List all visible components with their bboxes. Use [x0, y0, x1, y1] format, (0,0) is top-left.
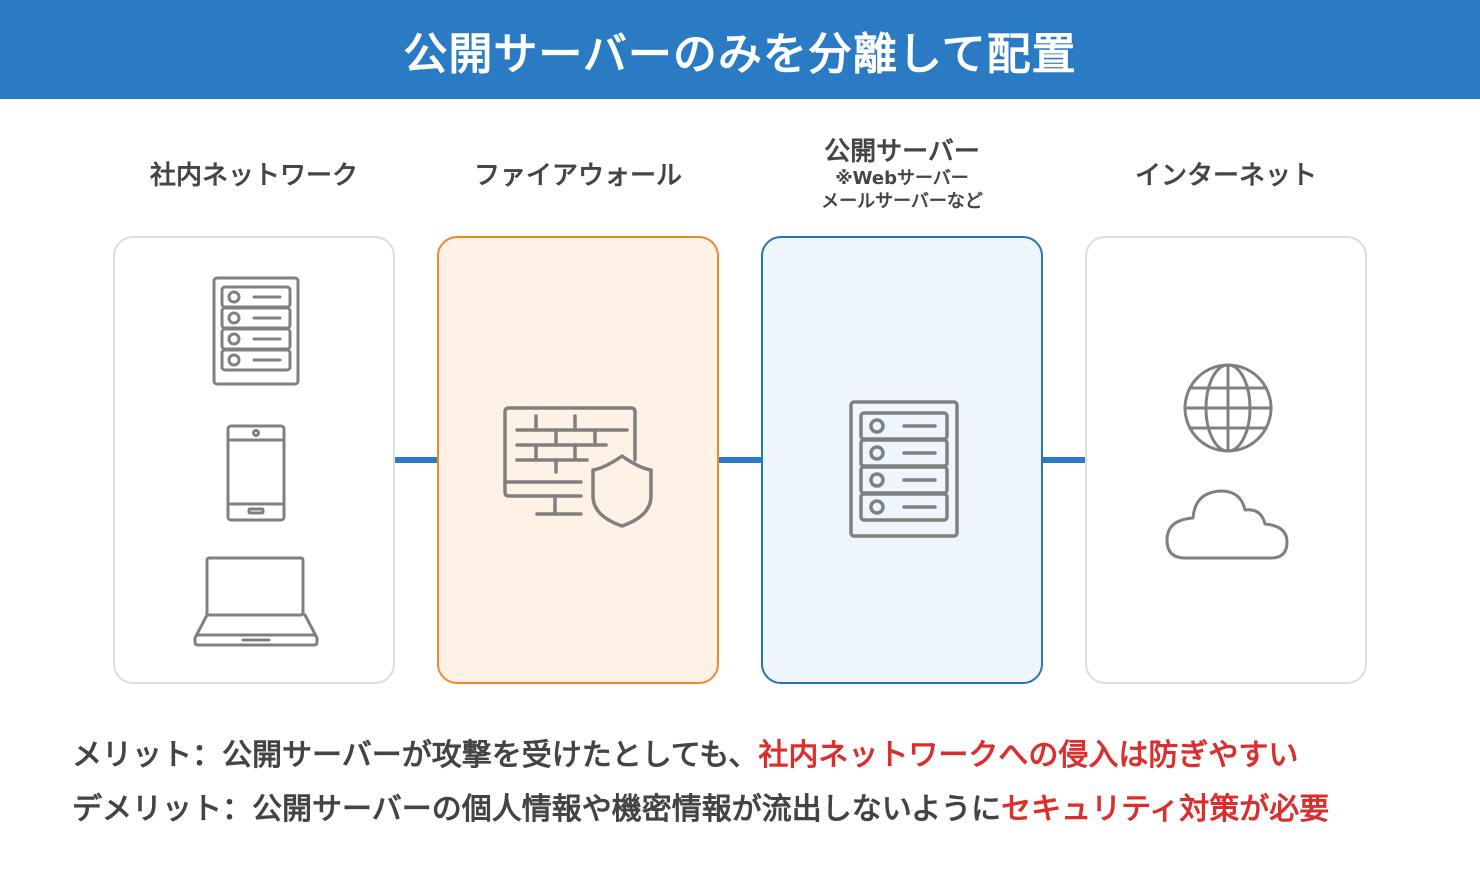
connector-public-internet	[1043, 457, 1085, 463]
merit-note: メリット：公開サーバーが攻撃を受けたとしても、社内ネットワークへの侵入は防ぎやす…	[72, 736, 1452, 776]
column-label-firewall: ファイアウォール	[437, 161, 719, 191]
public-server-label: 公開サーバー	[824, 137, 980, 167]
internet-label: インターネット	[1134, 161, 1317, 191]
firewall-shield-icon	[501, 404, 657, 530]
public-server-sublabel-web: ※Webサーバー	[835, 168, 969, 189]
firewall-label: ファイアウォール	[473, 161, 682, 191]
column-label-internet: インターネット	[1085, 161, 1367, 191]
demerit-note: デメリット：公開サーバーの個人情報や機密情報が流出しないようにセキュリティ対策が…	[72, 790, 1452, 830]
server-rack-icon	[849, 400, 959, 538]
internal-network-label: 社内ネットワーク	[149, 161, 358, 191]
firewall-box	[437, 236, 719, 684]
public-server-box	[761, 236, 1043, 684]
merit-highlight: 社内ネットワークへの侵入は防ぎやすい	[758, 738, 1299, 773]
globe-icon	[1182, 362, 1274, 454]
cloud-icon	[1165, 488, 1289, 562]
demerit-text: デメリット：公開サーバーの個人情報や機密情報が流出しないように	[72, 792, 1002, 827]
page-title: 公開サーバーのみを分離して配置	[403, 28, 1077, 80]
column-label-public: 公開サーバー ※Webサーバー メールサーバーなど	[761, 137, 1043, 213]
demerit-highlight: セキュリティ対策が必要	[1001, 792, 1330, 827]
internal-network-box	[113, 236, 395, 684]
internet-box	[1085, 236, 1367, 684]
connector-firewall-public	[719, 457, 761, 463]
notes-section: メリット：公開サーバーが攻撃を受けたとしても、社内ネットワークへの侵入は防ぎやす…	[72, 736, 1452, 844]
public-server-sublabel-mail: メールサーバーなど	[821, 191, 983, 212]
laptop-icon	[193, 556, 319, 648]
server-rack-icon	[212, 276, 300, 386]
title-banner: 公開サーバーのみを分離して配置	[0, 0, 1480, 99]
smartphone-icon	[226, 424, 286, 522]
merit-text: メリット：公開サーバーが攻撃を受けたとしても、	[72, 738, 759, 773]
column-label-internal: 社内ネットワーク	[113, 161, 395, 191]
connector-internal-firewall	[395, 457, 437, 463]
